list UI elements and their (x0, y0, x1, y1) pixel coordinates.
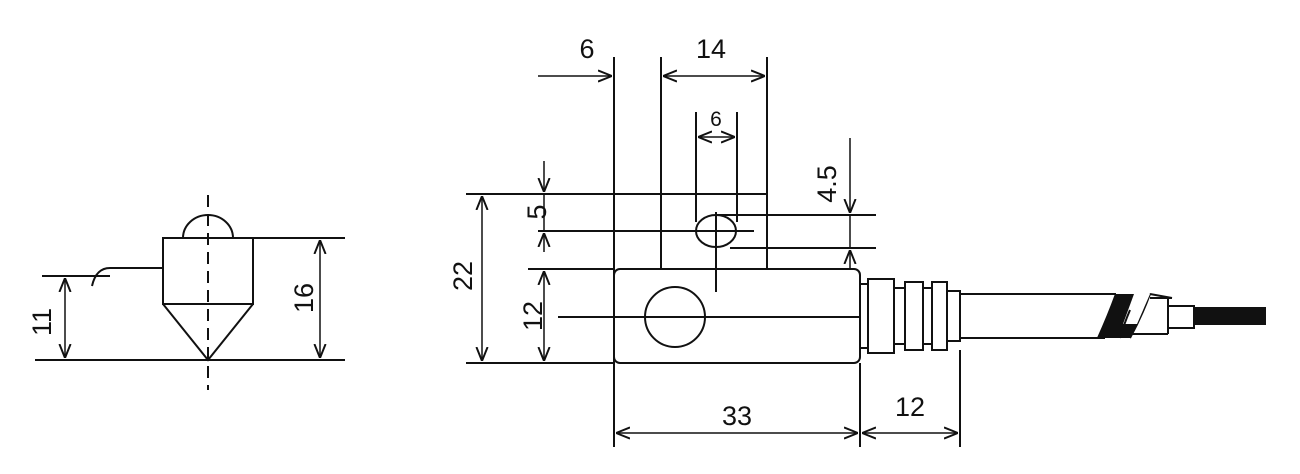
dim-14-label: 14 (696, 34, 726, 64)
dim-5-label: 5 (522, 204, 552, 219)
dim-16-label: 16 (289, 283, 319, 313)
side-view: 16 11 (27, 195, 345, 390)
dim-12-vertical-label: 12 (518, 301, 548, 331)
cable-end (1194, 307, 1266, 325)
dim-12-horizontal-label: 12 (895, 392, 925, 422)
dim-22-label: 22 (448, 261, 478, 291)
dim-6-label: 6 (579, 34, 594, 64)
dim-33-label: 33 (722, 401, 752, 431)
cable (960, 293, 1266, 339)
cable-gland (860, 278, 961, 354)
dim-4-5-label: 4.5 (812, 165, 842, 203)
dim-slot-label: 6 (710, 108, 722, 131)
cable-exit (91, 267, 163, 287)
dim-11-label: 11 (27, 308, 57, 336)
top-view: 6 14 6 4.5 22 5 12 33 12 (448, 34, 1266, 447)
